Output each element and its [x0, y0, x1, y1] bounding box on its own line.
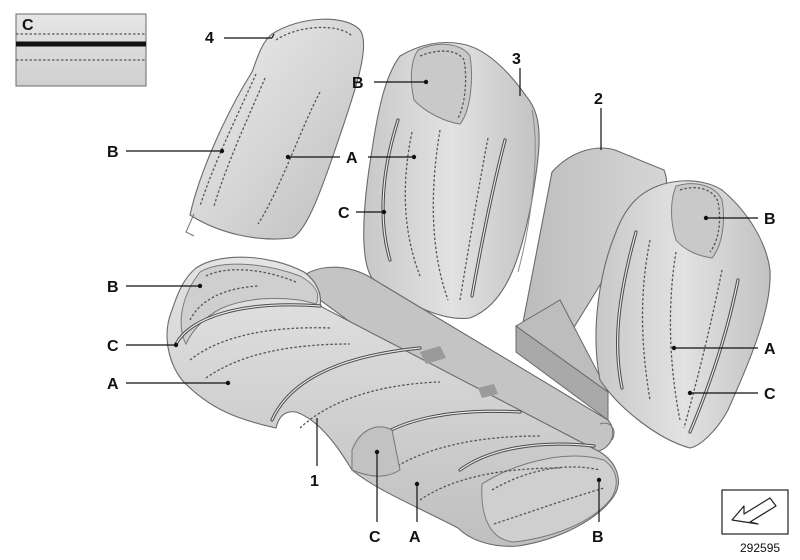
reference-number: 292595: [740, 541, 780, 555]
c-label-seat-left: C: [107, 338, 119, 355]
b-label-seat-bottom: B: [592, 529, 604, 546]
callouts: 4 B A B 3 C 2 B A: [107, 30, 776, 546]
arrow-icon: [731, 497, 777, 525]
inset-label: C: [22, 17, 34, 34]
part-4-label: 4: [205, 30, 214, 47]
c-label-seat-bottom: C: [369, 529, 381, 546]
seat-cushion-cover: [166, 256, 619, 547]
c-label-backrest-left: C: [338, 205, 350, 222]
part-2-label: 2: [594, 91, 603, 108]
a-label-side: A: [346, 150, 358, 167]
detail-inset-c: C: [15, 13, 147, 87]
right-backrest-cover: [515, 147, 771, 449]
b-label-seat-left: B: [107, 279, 119, 296]
side-bolster-cover: [185, 18, 365, 240]
a-label-seat-bottom: A: [409, 529, 421, 546]
a-label-backrest-right: A: [764, 341, 776, 358]
part-3-label: 3: [512, 51, 521, 68]
left-backrest-cover: [363, 41, 540, 320]
nav-arrow-box: [721, 489, 789, 535]
c-label-backrest-right: C: [764, 386, 776, 403]
part-1-label: 1: [310, 473, 319, 490]
b-label-side: B: [107, 144, 119, 161]
a-label-seat-left: A: [107, 376, 119, 393]
b-label-backrest-right: B: [764, 211, 776, 228]
b-label-backrest-left: B: [352, 75, 364, 92]
